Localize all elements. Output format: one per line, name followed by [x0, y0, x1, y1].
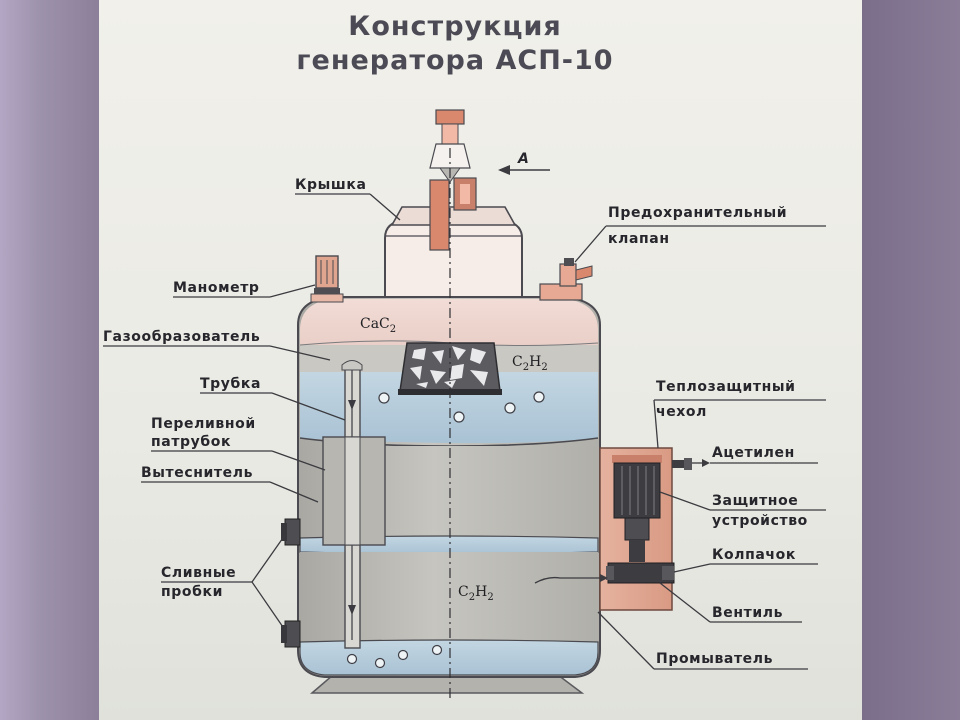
view-marker: А [517, 151, 529, 167]
c2h2-lower-label: C2H2 [458, 584, 494, 603]
label-displacer: Вытеснитель [141, 465, 253, 481]
label-overflow-1: Переливной [151, 416, 256, 432]
label-heat-cover-1: Теплозащитный [656, 379, 796, 395]
carbide-pieces [410, 346, 488, 388]
slide-right-band [862, 0, 960, 720]
label-safety-valve-2: клапан [608, 231, 670, 247]
cac2-label: CaC2 [360, 316, 396, 335]
title-line-1: Конструкция [348, 11, 561, 42]
c2h2-upper-label: C2H2 [512, 354, 548, 373]
lid-screw-head [435, 109, 465, 125]
label-gas-former: Газообразователь [103, 329, 260, 345]
label-safety-valve-1: Предохранительный [608, 205, 787, 221]
label-protective-1: Защитное [712, 493, 798, 509]
lid-cap [390, 206, 517, 226]
label-drain-2: пробки [161, 584, 223, 600]
label-manometer: Манометр [173, 280, 260, 296]
label-heat-cover-2: чехол [656, 404, 707, 420]
gas-bubbles [346, 391, 545, 669]
neck-housing [384, 219, 523, 298]
protective-device [613, 462, 661, 519]
gas-flow-arrow [534, 576, 600, 584]
label-washer: Промыватель [656, 651, 773, 667]
acetylene-outlet [672, 460, 684, 468]
drain-plug-upper [284, 518, 301, 546]
label-overflow-2: патрубок [151, 434, 231, 450]
label-lid: Крышка [295, 177, 367, 193]
body-top-section [300, 299, 598, 345]
drain-plug-lower [284, 620, 301, 648]
lid-spindle [429, 179, 450, 251]
label-valve: Вентиль [712, 605, 783, 621]
gas-former-water [300, 372, 598, 444]
label-cap: Колпачок [712, 547, 796, 563]
washer-water [299, 639, 599, 676]
label-acetylene: Ацетилен [712, 445, 795, 461]
valve-cap [662, 566, 674, 580]
label-protective-2: устройство [712, 513, 808, 529]
label-tube: Трубка [200, 376, 261, 392]
title-line-2: генератора АСП-10 [296, 45, 613, 76]
label-drain-1: Сливные [161, 565, 236, 581]
